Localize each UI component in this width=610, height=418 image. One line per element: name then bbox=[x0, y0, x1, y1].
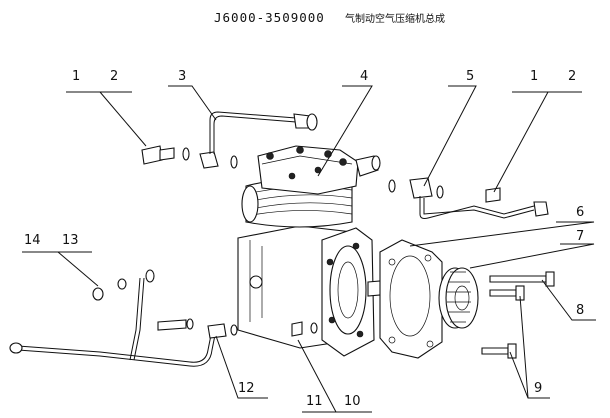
long-bolts bbox=[481, 271, 555, 359]
callout-10: 10 bbox=[344, 394, 361, 409]
title-name: 气制动空气压缩机总成 bbox=[345, 12, 445, 25]
callout-2-top-right: 2 bbox=[568, 69, 576, 84]
callout-7: 7 bbox=[576, 229, 584, 244]
callout-4: 4 bbox=[360, 69, 368, 84]
callout-5: 5 bbox=[466, 69, 474, 84]
callout-8: 8 bbox=[576, 303, 584, 318]
callout-labels: 1 2 3 4 5 1 2 6 7 14 13 8 9 12 11 10 bbox=[24, 69, 584, 409]
callout-13: 13 bbox=[62, 233, 79, 248]
cylinder-head bbox=[257, 145, 381, 195]
callout-2-top-left: 2 bbox=[110, 69, 118, 84]
outlet-fittings-right bbox=[388, 177, 549, 219]
leader-lines bbox=[22, 85, 596, 413]
callout-11: 11 bbox=[306, 394, 323, 409]
oil-line bbox=[9, 269, 238, 367]
callout-14: 14 bbox=[24, 233, 41, 248]
compressor-assembly bbox=[237, 145, 396, 357]
title-part-number: J6000-3509000 bbox=[214, 10, 325, 25]
callout-1-top-left: 1 bbox=[72, 69, 80, 84]
callout-3: 3 bbox=[178, 69, 186, 84]
front-flange bbox=[321, 227, 375, 357]
callout-1-top-right: 1 bbox=[530, 69, 538, 84]
gasket bbox=[379, 239, 443, 359]
callout-12: 12 bbox=[238, 381, 255, 396]
drive-gear bbox=[438, 267, 479, 329]
small-nuts bbox=[291, 321, 318, 337]
callout-9: 9 bbox=[534, 381, 542, 396]
callout-6: 6 bbox=[576, 205, 584, 220]
